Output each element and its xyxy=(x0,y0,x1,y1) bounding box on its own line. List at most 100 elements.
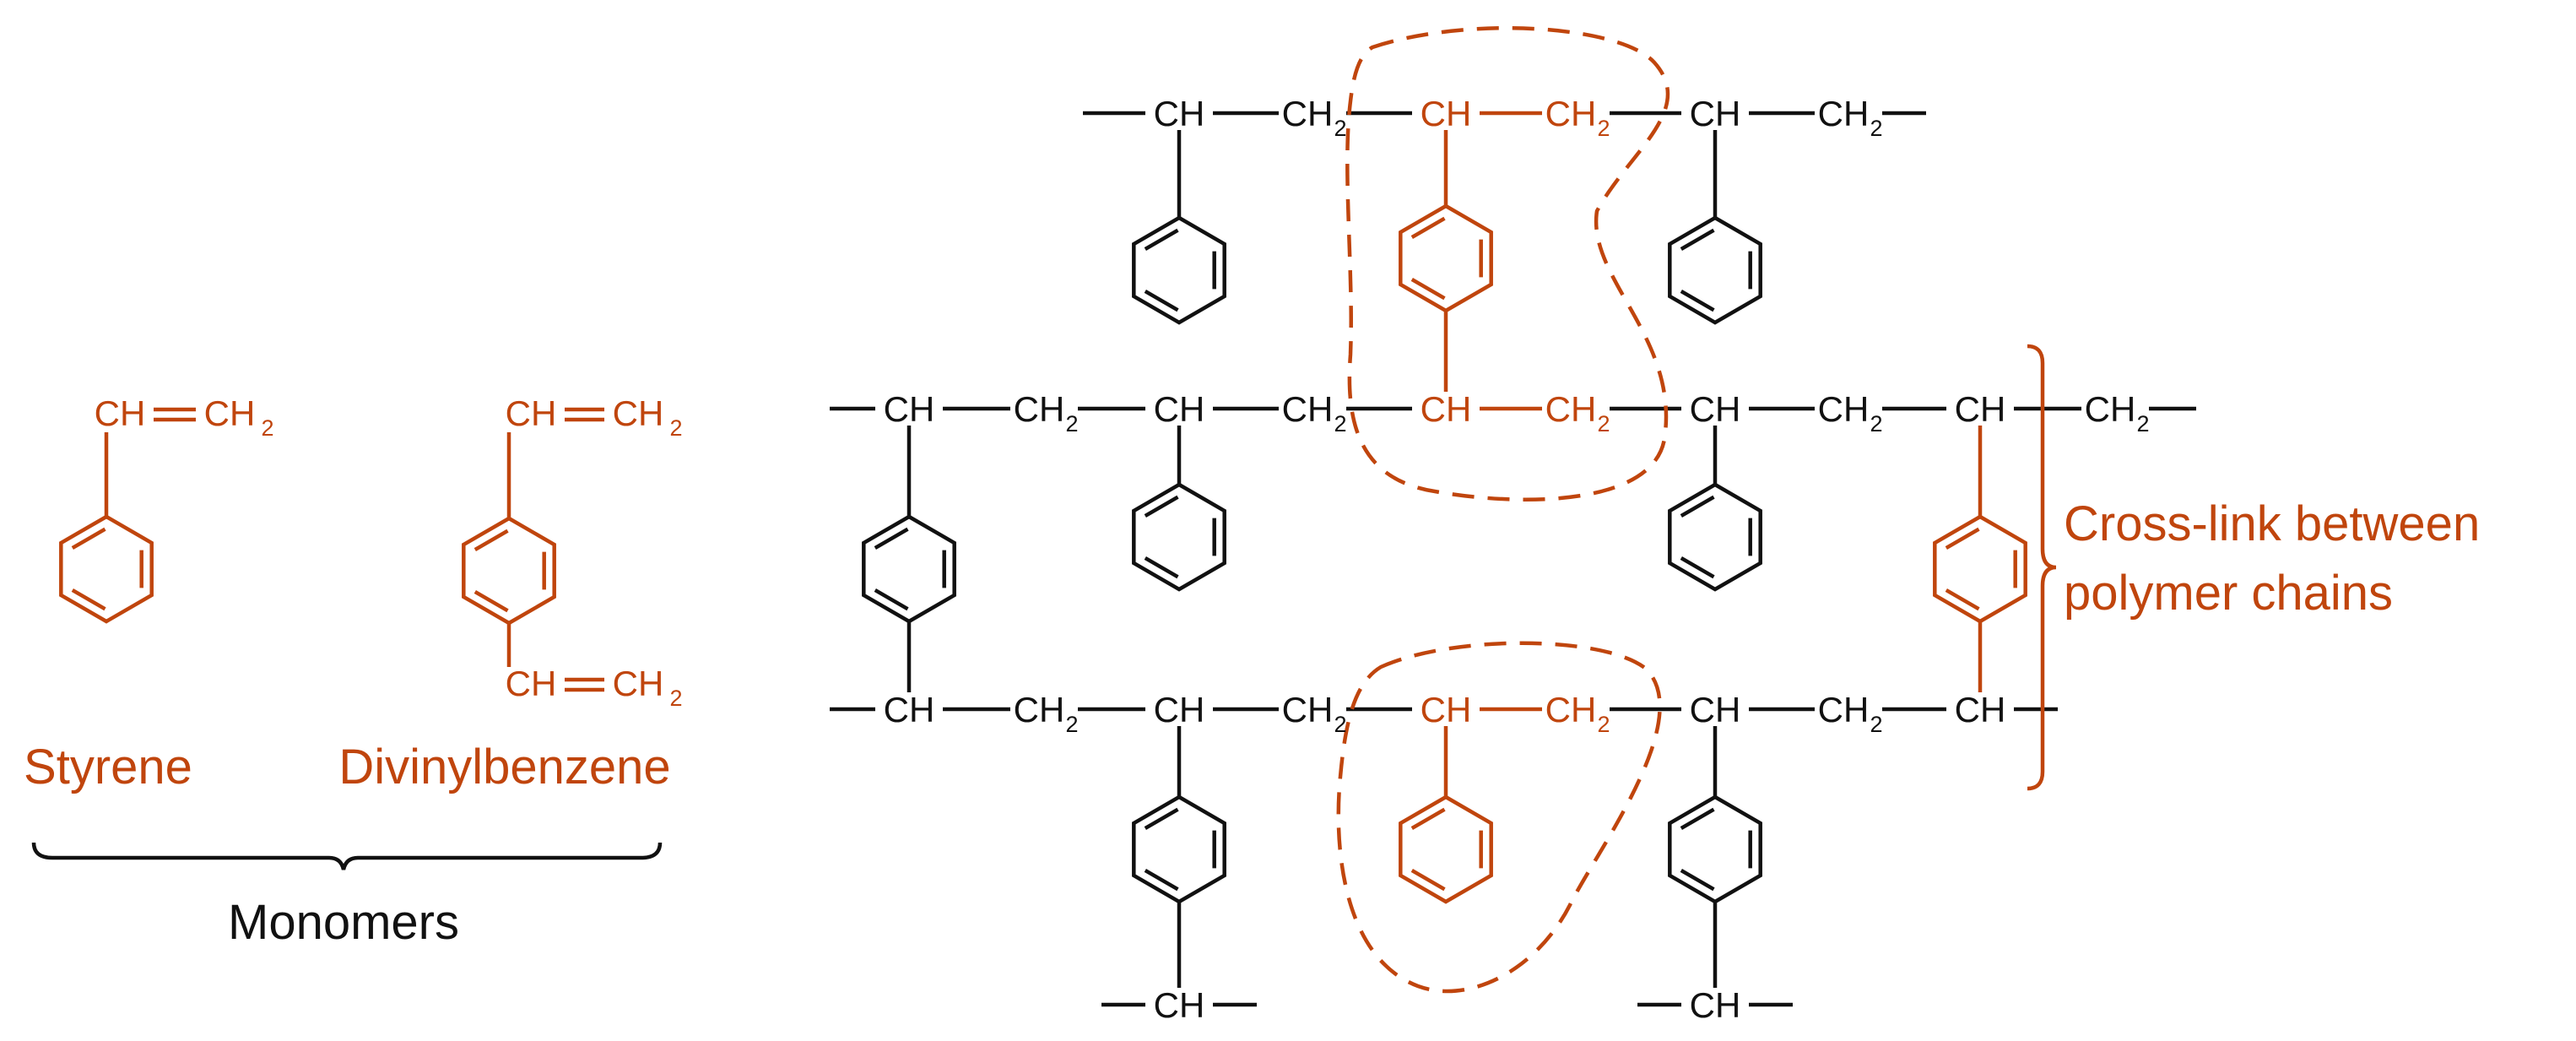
ch2-group-label: CH xyxy=(1545,690,1597,729)
benzene-ring xyxy=(1132,215,1226,325)
ch-group-label: CH xyxy=(1690,94,1741,133)
ch-group-label: CH xyxy=(1154,690,1205,729)
crosslink-caption-line2: polymer chains xyxy=(2064,566,2393,621)
ch2-subscript: 2 xyxy=(1334,116,1346,141)
vinyl-subscript: 2 xyxy=(669,686,682,711)
ring-outline xyxy=(59,514,154,624)
ch2-subscript: 2 xyxy=(1870,116,1882,141)
ring-double-bond xyxy=(1680,228,1715,252)
ring-double-bond xyxy=(1144,807,1179,831)
ch2-subscript: 2 xyxy=(1334,411,1346,436)
ring-double-bond xyxy=(1410,868,1446,892)
ring-double-bond xyxy=(1144,289,1179,312)
vinyl-ch2-label: CH xyxy=(613,664,664,703)
crosslink-ring xyxy=(1933,514,2027,624)
ring-outline xyxy=(462,516,556,626)
dashed-outline-divinylbenzene-unit xyxy=(1345,25,1670,502)
benzene-ring xyxy=(1132,482,1226,592)
ch2-subscript: 2 xyxy=(1597,116,1610,141)
ch2-group-label: CH xyxy=(1282,690,1334,729)
styrene-caption: Styrene xyxy=(24,740,192,794)
ring-outline xyxy=(1132,482,1226,592)
ring-outline xyxy=(1132,794,1226,904)
ring-double-bond xyxy=(1410,216,1446,240)
divinylbenzene-caption: Divinylbenzene xyxy=(338,740,670,794)
ring-outline xyxy=(1399,794,1493,904)
ring-outline xyxy=(1132,215,1226,325)
ring-double-bond xyxy=(474,529,509,552)
ch-group-label: CH xyxy=(1690,389,1741,429)
monomers-caption: Monomers xyxy=(228,895,459,950)
monomers-brace xyxy=(31,842,663,870)
ring-outline xyxy=(1668,482,1762,592)
vinyl-ch-label: CH xyxy=(506,393,557,433)
ch-group-label: CH xyxy=(1421,389,1472,429)
ring-double-bond xyxy=(1144,228,1179,252)
ring-double-bond xyxy=(1680,495,1715,518)
dashed-outline-styrene-unit xyxy=(1336,641,1662,994)
ch2-subscript: 2 xyxy=(1065,411,1078,436)
ch2-subscript: 2 xyxy=(1597,712,1610,737)
ring-double-bond xyxy=(1945,527,1980,550)
vinyl-ch2-label: CH xyxy=(204,393,256,433)
benzene-ring xyxy=(1668,482,1762,592)
ring-outline xyxy=(1933,514,2027,624)
ring-double-bond xyxy=(874,527,909,550)
ring-outline xyxy=(862,514,956,624)
ring-outline xyxy=(1668,215,1762,325)
ch2-subscript: 2 xyxy=(1870,411,1882,436)
ring-double-bond xyxy=(1410,277,1446,301)
crosslink-ring xyxy=(862,514,956,624)
ch2-group-label: CH xyxy=(1014,389,1065,429)
crosslink-ring xyxy=(1668,794,1762,904)
ch2-subscript: 2 xyxy=(1597,411,1610,436)
ch-group-label: CH xyxy=(884,389,935,429)
ch2-subscript: 2 xyxy=(1334,712,1346,737)
ring-double-bond xyxy=(1680,807,1715,831)
ring-double-bond xyxy=(1680,556,1715,579)
ring-double-bond xyxy=(1410,807,1446,831)
caption-layer: Styrene Divinylbenzene Monomers Cross-li… xyxy=(24,496,2480,950)
ch-group-label: CH xyxy=(1690,985,1741,1025)
ch2-group-label: CH xyxy=(1282,94,1334,133)
divinylbenzene-ring xyxy=(462,516,556,626)
benzene-ring xyxy=(1668,215,1762,325)
crosslink-brace xyxy=(2027,344,2057,791)
benzene-ring xyxy=(1399,794,1493,904)
crosslink-ring xyxy=(1132,794,1226,904)
ring-double-bond xyxy=(1144,495,1179,518)
ring-double-bond xyxy=(1144,556,1179,579)
ch-group-label: CH xyxy=(1955,389,2006,429)
ch-group-label: CH xyxy=(884,690,935,729)
ch2-subscript: 2 xyxy=(1065,712,1078,737)
ch2-group-label: CH xyxy=(2085,389,2136,429)
crosslink-ring xyxy=(1399,203,1493,313)
styrene-ring xyxy=(59,514,154,624)
vinyl-ch-label: CH xyxy=(95,393,146,433)
ring-double-bond xyxy=(1680,289,1715,312)
ch-group-label: CH xyxy=(1154,985,1205,1025)
ring-double-bond xyxy=(474,589,509,613)
crosslink-caption-line1: Cross-link between xyxy=(2064,496,2480,551)
ch-group-label: CH xyxy=(1955,690,2006,729)
ch2-group-label: CH xyxy=(1282,389,1334,429)
ch-group-label: CH xyxy=(1421,690,1472,729)
ring-outline xyxy=(1399,203,1493,313)
ch-group-label: CH xyxy=(1690,690,1741,729)
ch-group-label: CH xyxy=(1154,389,1205,429)
ring-double-bond xyxy=(1680,868,1715,892)
ring-double-bond xyxy=(874,588,909,611)
ring-double-bond xyxy=(71,527,106,550)
ch-group-label: CH xyxy=(1154,94,1205,133)
ring-double-bond xyxy=(1945,588,1980,611)
vinyl-ch-label: CH xyxy=(506,664,557,703)
bond-layer xyxy=(31,111,2196,1007)
vinyl-subscript: 2 xyxy=(669,415,682,441)
ch2-group-label: CH xyxy=(1545,94,1597,133)
ch-group-label: CH xyxy=(1421,94,1472,133)
ch2-group-label: CH xyxy=(1818,690,1870,729)
ch2-group-label: CH xyxy=(1818,94,1870,133)
vinyl-ch2-label: CH xyxy=(613,393,664,433)
